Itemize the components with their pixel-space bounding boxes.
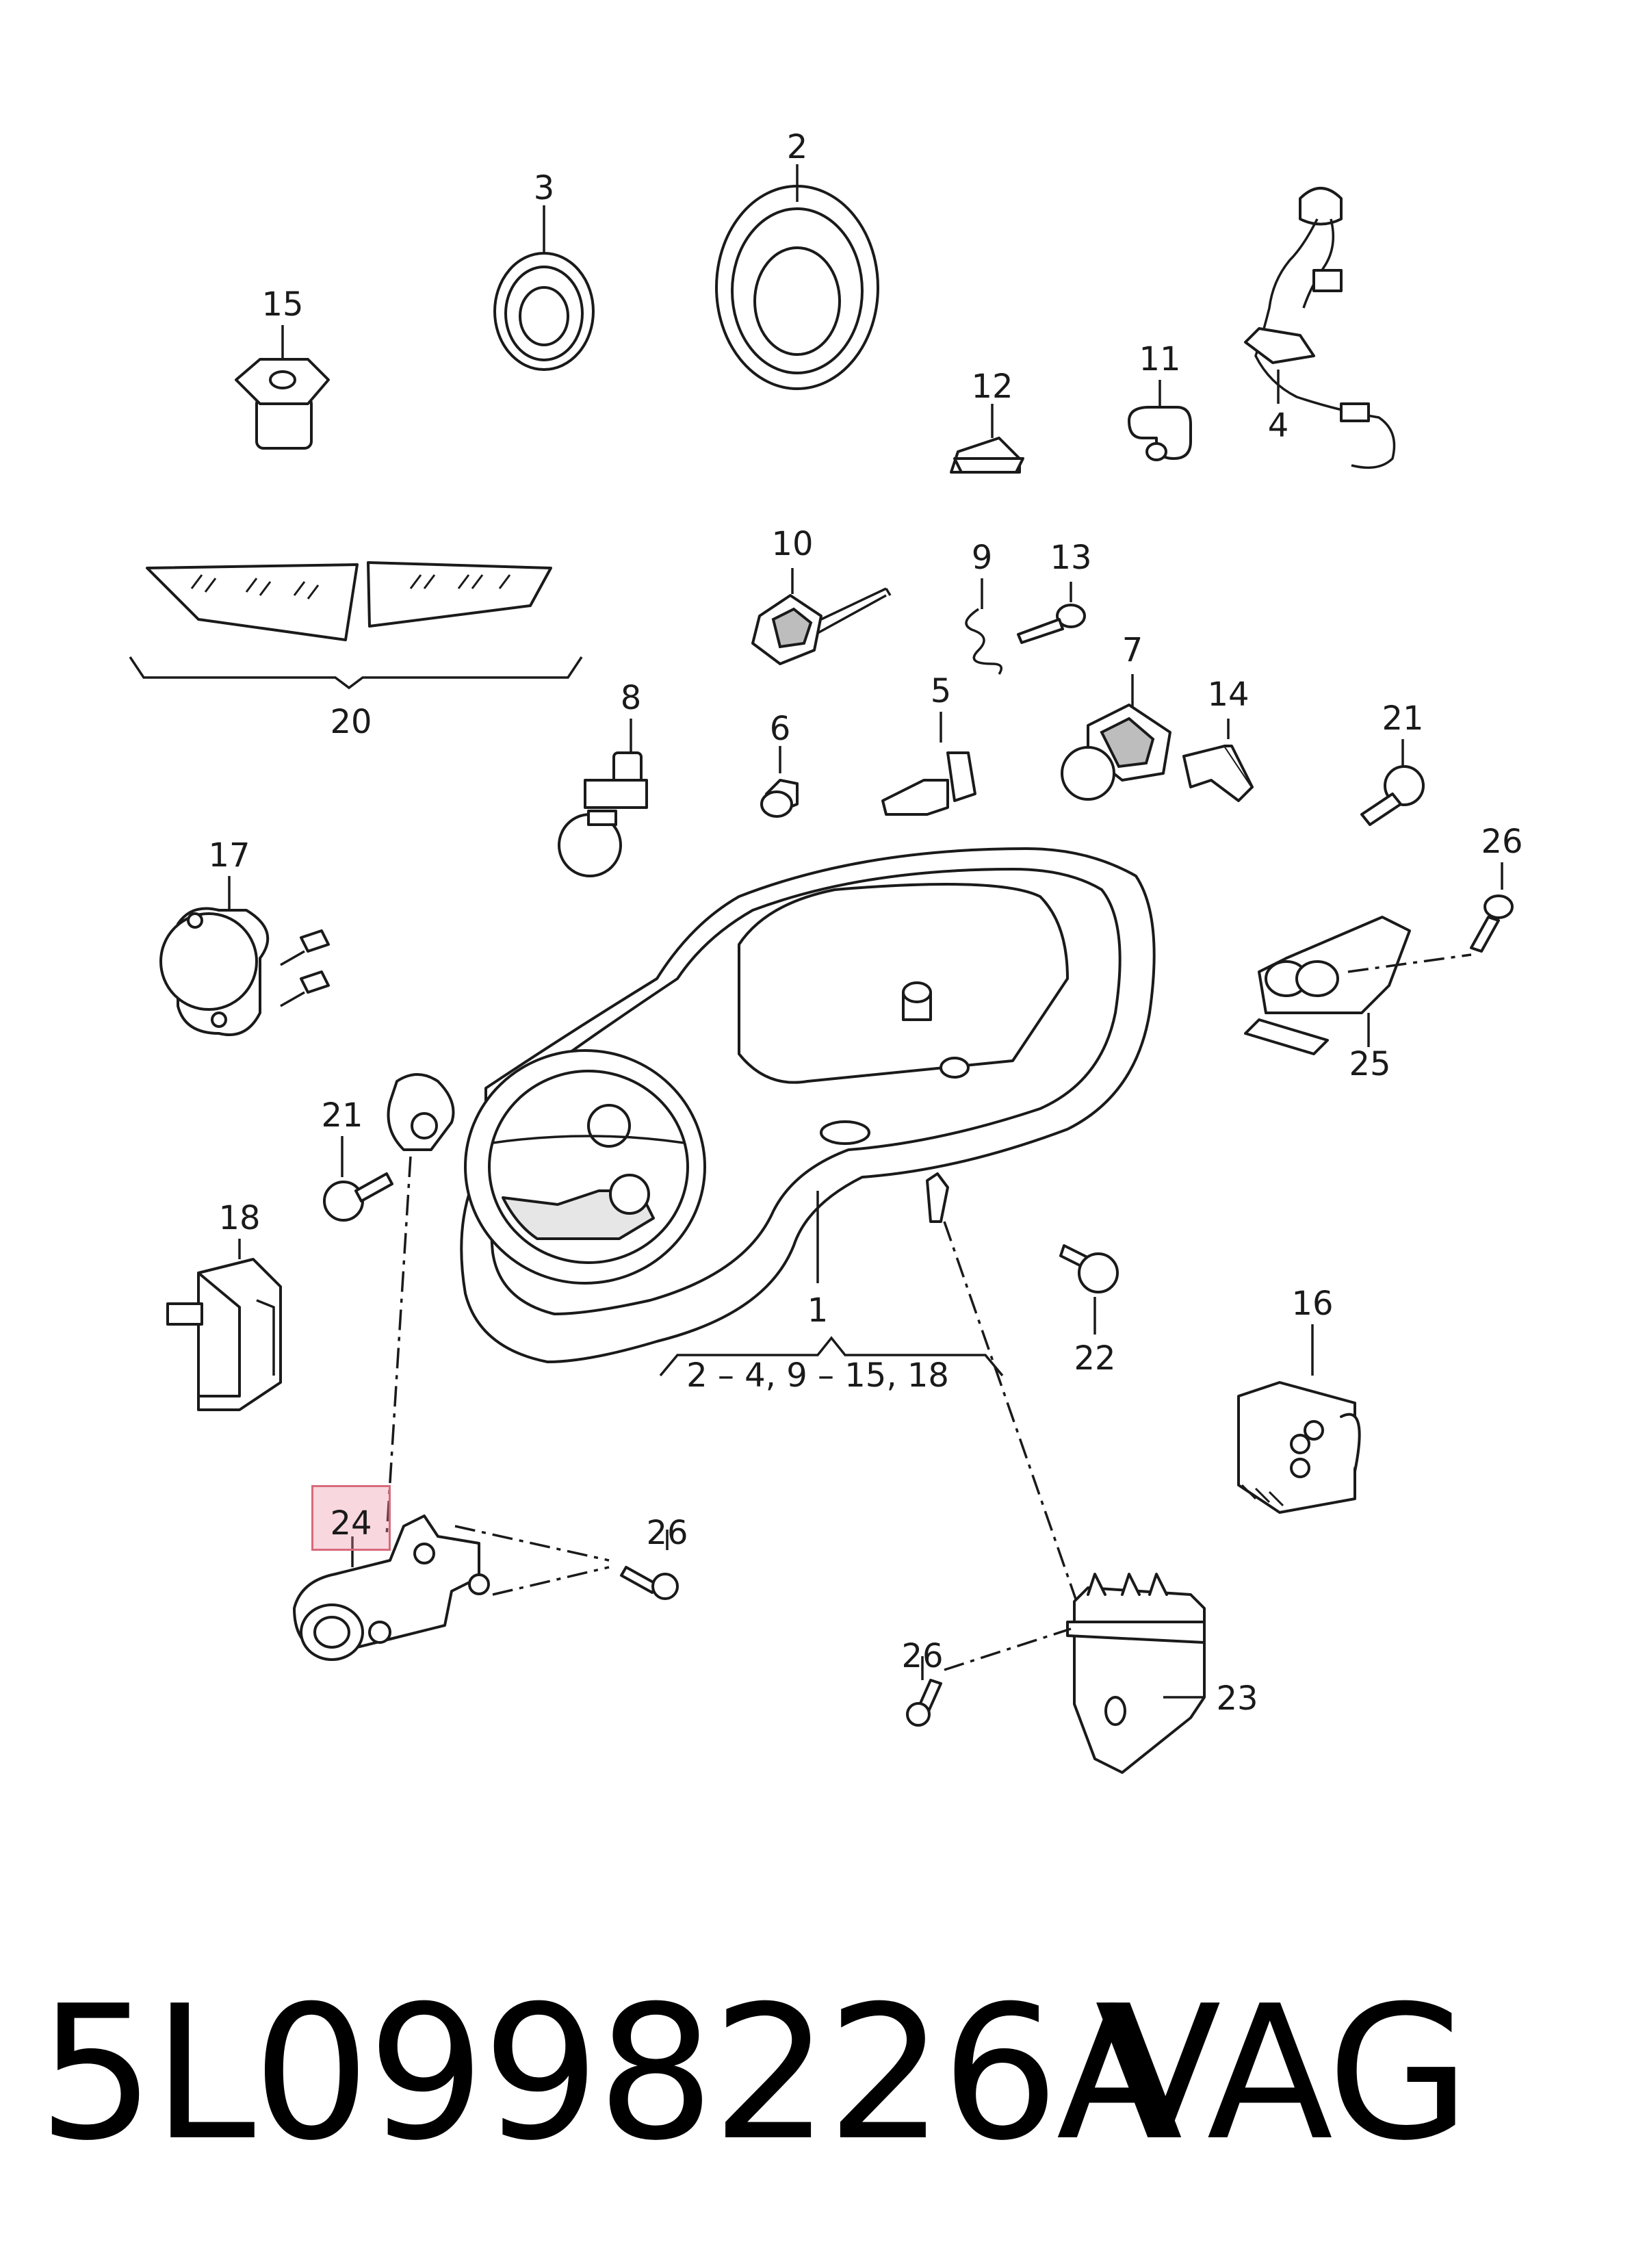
part-18-actuator [166, 1239, 282, 1411]
part-24-bracket [293, 1515, 610, 1661]
callout-14: 14 [1207, 675, 1249, 714]
callout-25: 25 [1349, 1045, 1391, 1083]
callout-2: 2 [786, 128, 808, 166]
part-8-bulb [558, 719, 648, 877]
part-3-grommet [493, 205, 595, 371]
callout-23: 23 [1216, 1679, 1258, 1718]
part-16-module [1237, 1324, 1361, 1514]
highlight-part-24 [311, 1485, 391, 1551]
part-20-lenses [129, 561, 583, 690]
part-21-bolt-b [323, 1136, 393, 1222]
callout-21-top: 21 [1382, 699, 1424, 738]
group-caption-part-1: 2 – 4, 9 – 15, 18 [686, 1356, 949, 1395]
callout-12: 12 [971, 368, 1013, 406]
part-1-headlamp [387, 847, 1156, 1377]
callout-1: 1 [807, 1291, 829, 1330]
callout-11: 11 [1139, 340, 1181, 378]
callout-21-left: 21 [321, 1096, 363, 1135]
part-9-spring-clip [965, 578, 1003, 675]
part-7-bulb-socket [1061, 674, 1171, 801]
part-11-cap [1128, 380, 1192, 461]
part-15-nut [235, 325, 330, 450]
callout-7: 7 [1122, 631, 1143, 669]
part-2-grommet [715, 164, 879, 390]
part-4-wiring-harness [1244, 187, 1396, 469]
part-26-screw-c [906, 1656, 942, 1727]
part-22-bolt [1059, 1244, 1119, 1335]
part-10-socket [751, 568, 892, 665]
callout-24: 24 [330, 1504, 372, 1543]
callout-5: 5 [930, 672, 952, 710]
callout-22: 22 [1074, 1339, 1116, 1378]
callout-18: 18 [218, 1199, 261, 1237]
callout-26-top: 26 [1481, 823, 1523, 861]
callout-9: 9 [971, 539, 993, 577]
part-number-text: 5L0998226A [38, 1966, 1182, 2181]
callout-26-mid: 26 [646, 1514, 688, 1552]
callout-10: 10 [771, 525, 814, 563]
part-14-clip [1182, 719, 1254, 802]
callout-17: 17 [208, 836, 250, 875]
part-21-bolt [1360, 739, 1425, 826]
part-5-bulb [881, 712, 976, 816]
part-25-bracket [1244, 916, 1472, 1055]
callout-4: 4 [1267, 407, 1289, 445]
callout-13: 13 [1050, 539, 1092, 577]
part-17-motor [159, 876, 330, 1036]
callout-20: 20 [330, 703, 372, 741]
callout-15: 15 [261, 285, 304, 324]
callout-6: 6 [769, 710, 791, 748]
callout-3: 3 [533, 169, 555, 207]
part-26-screw-a [1470, 862, 1514, 953]
part-13-screw [1017, 582, 1086, 644]
part-23-bracket [944, 1573, 1206, 1774]
part-6-small-bulb [760, 746, 799, 818]
callout-8: 8 [620, 679, 642, 717]
callout-26-bottom: 26 [901, 1637, 944, 1675]
part-12-clip [950, 404, 1024, 474]
part-26-screw-b [620, 1530, 679, 1600]
callout-16: 16 [1291, 1285, 1334, 1323]
brand-text: VAG [1095, 1966, 1471, 2181]
